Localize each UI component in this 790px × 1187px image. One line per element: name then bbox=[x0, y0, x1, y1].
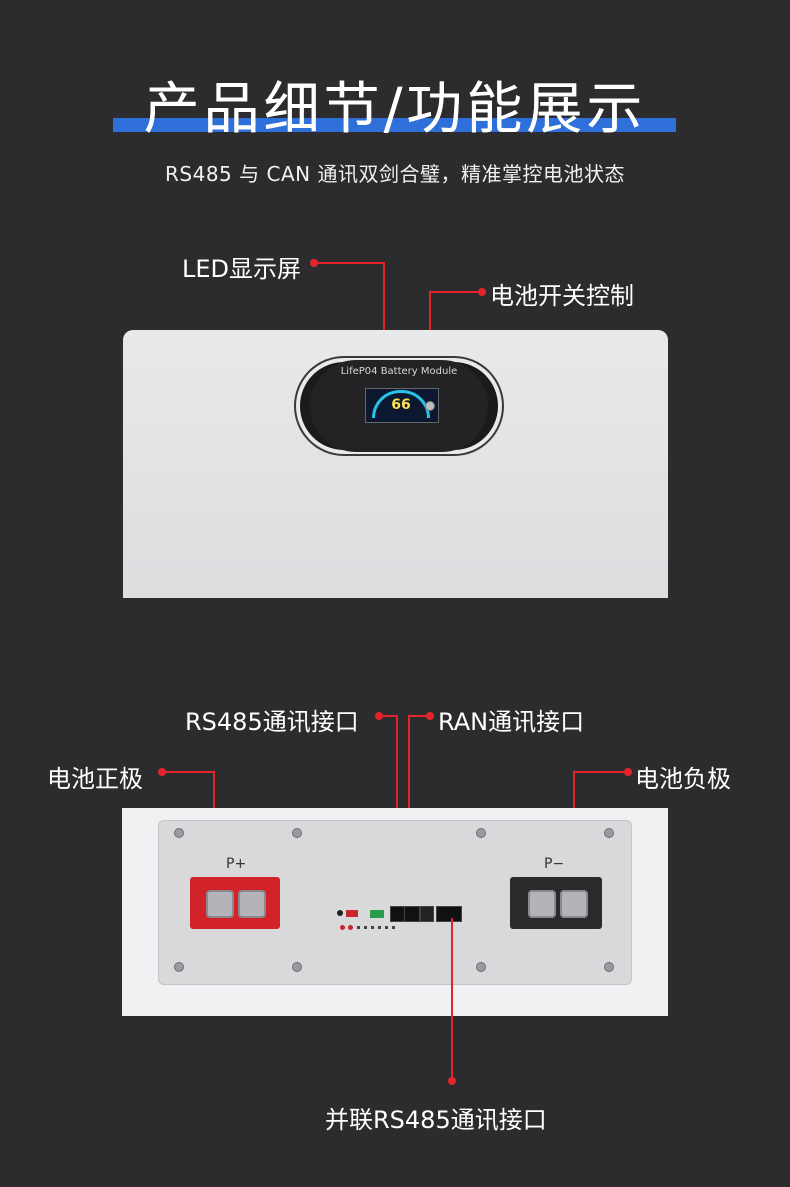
callout-dot-negative bbox=[624, 768, 632, 776]
positive-label: P+ bbox=[226, 856, 247, 872]
callout-line-positive-h bbox=[162, 771, 215, 773]
status-led-icon bbox=[348, 925, 353, 930]
callout-power-switch: 电池开关控制 bbox=[490, 282, 634, 310]
negative-label: P− bbox=[544, 856, 565, 872]
page-subtitle: RS485 与 CAN 通讯双剑合璧，精准掌控电池状态 bbox=[165, 162, 625, 186]
callout-line-led-v bbox=[383, 262, 385, 392]
callout-parallel-rs485: 并联RS485通讯接口 bbox=[325, 1106, 547, 1134]
callout-led-display: LED显示屏 bbox=[182, 255, 302, 283]
reset-button-icon[interactable] bbox=[337, 910, 343, 916]
screw-icon bbox=[604, 828, 614, 838]
callout-line-power-h bbox=[430, 291, 480, 293]
power-button-icon[interactable] bbox=[425, 401, 435, 411]
callout-line-parallel-v bbox=[451, 918, 453, 1080]
dip-switch[interactable] bbox=[346, 910, 358, 917]
screw-icon bbox=[292, 962, 302, 972]
screw-icon bbox=[174, 828, 184, 838]
callout-rs485-port: RS485通讯接口 bbox=[185, 708, 359, 736]
page-title: 产品细节/功能展示 bbox=[143, 77, 647, 142]
callout-negative: 电池负极 bbox=[635, 765, 731, 793]
callout-positive: 电池正极 bbox=[47, 765, 143, 793]
lcd-value: 66 bbox=[391, 397, 411, 413]
bolt-icon bbox=[206, 890, 234, 918]
parallel-rs485-port[interactable] bbox=[436, 906, 462, 922]
callout-dot-power bbox=[478, 288, 486, 296]
dry-contact-port[interactable] bbox=[370, 910, 384, 918]
title-underline bbox=[113, 118, 676, 132]
callout-line-led-h bbox=[314, 262, 384, 264]
positive-terminal bbox=[190, 877, 280, 929]
aux-port[interactable] bbox=[420, 906, 434, 922]
screw-icon bbox=[476, 828, 486, 838]
negative-terminal bbox=[510, 877, 602, 929]
status-led-icon bbox=[340, 925, 345, 930]
screw-icon bbox=[174, 962, 184, 972]
screw-icon bbox=[292, 828, 302, 838]
callout-dot-parallel bbox=[448, 1077, 456, 1085]
callout-line-ran-h bbox=[409, 715, 429, 717]
screw-icon bbox=[604, 962, 614, 972]
callout-line-negative-h bbox=[574, 771, 626, 773]
can-port[interactable] bbox=[404, 906, 420, 922]
bolt-icon bbox=[238, 890, 266, 918]
bolt-icon bbox=[560, 890, 588, 918]
callout-dot-ran bbox=[426, 712, 434, 720]
callout-ran-port: RAN通讯接口 bbox=[438, 708, 585, 736]
callout-line-rs485-h bbox=[379, 715, 397, 717]
screw-icon bbox=[476, 962, 486, 972]
bolt-icon bbox=[528, 890, 556, 918]
module-label: LifeP04 Battery Module bbox=[340, 366, 458, 377]
soc-led-row bbox=[357, 926, 397, 929]
